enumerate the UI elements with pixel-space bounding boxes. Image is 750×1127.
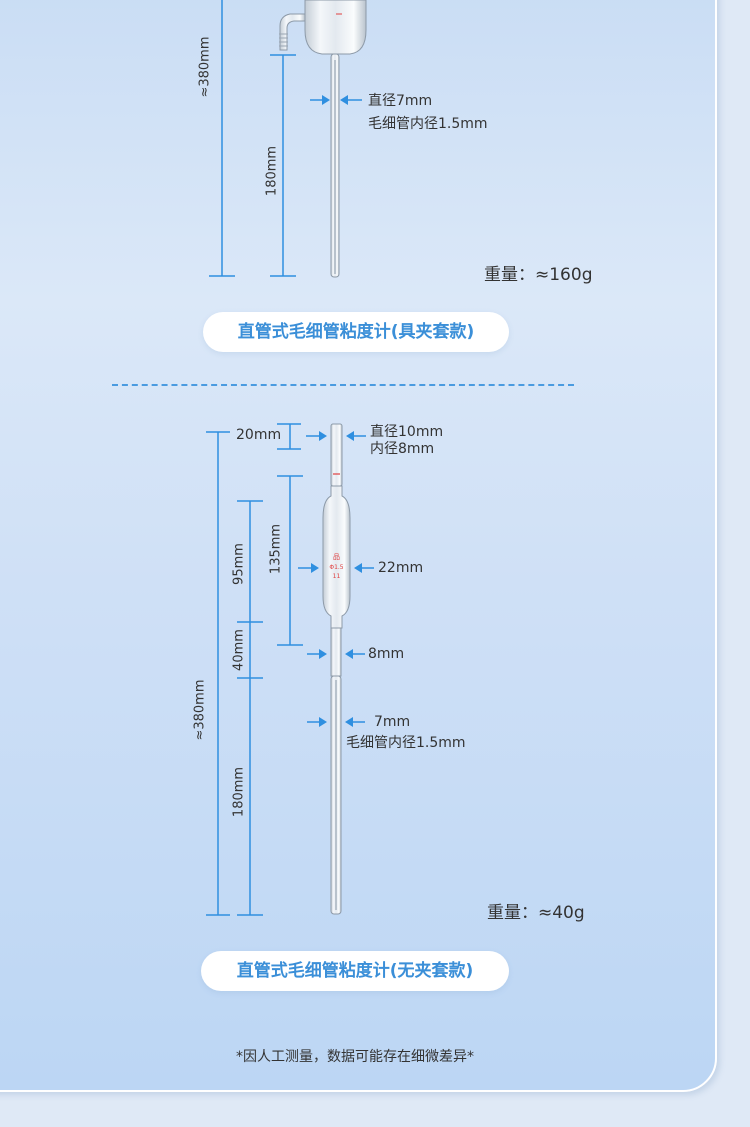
s2-title-pill: 直管式毛细管粘度计(无夹套款) bbox=[201, 951, 509, 991]
s2-lower-length-label: 180mm bbox=[231, 766, 247, 818]
s2-weight: 重量：≈40g bbox=[487, 903, 585, 923]
top-tube bbox=[330, 423, 343, 487]
s2-bulb-length-label: 135mm bbox=[268, 523, 284, 575]
neck-tube bbox=[330, 627, 342, 677]
s2-total-length-label: ≈380mm bbox=[192, 679, 208, 741]
section2-dimensions bbox=[206, 423, 374, 916]
plain-viscometer bbox=[322, 423, 351, 915]
s1-lower-length-label: 180mm bbox=[264, 145, 280, 197]
disclaimer-note: *因人工测量，数据可能存在细微差异* bbox=[236, 1049, 474, 1065]
s2-top-inner-label: 内径8mm bbox=[370, 441, 435, 457]
s1-diameter-label: 直径7mm bbox=[368, 93, 433, 109]
bulb-marking-bore: Φ1.5 bbox=[329, 564, 344, 571]
s2-upper-length-label: 95mm bbox=[231, 543, 247, 585]
s2-neck-diameter-label: 8mm bbox=[368, 646, 405, 662]
jacketed-viscometer bbox=[279, 0, 367, 278]
side-arm bbox=[279, 13, 306, 51]
section-divider bbox=[112, 384, 574, 386]
s1-capillary-label: 毛细管内径1.5mm bbox=[368, 116, 488, 132]
s2-capillary-label: 毛细管内径1.5mm bbox=[346, 735, 466, 751]
s1-title-pill: 直管式毛细管粘度计(具夹套款) bbox=[203, 312, 509, 352]
s2-mid-length-label: 40mm bbox=[231, 629, 247, 671]
s1-weight: 重量：≈160g bbox=[484, 265, 593, 285]
s2-tube-diameter-label: 7mm bbox=[374, 714, 411, 730]
section1-dimensions bbox=[209, 0, 362, 277]
s1-total-length-label: ≈380mm bbox=[197, 36, 213, 98]
s2-top-length-label: 20mm bbox=[236, 427, 282, 443]
jacket-body bbox=[304, 0, 367, 55]
s2-bulb-diameter-label: 22mm bbox=[378, 560, 424, 576]
bulb bbox=[322, 485, 351, 629]
bulb-marking-number: 11 bbox=[332, 573, 341, 580]
bulb-marking-logo: 品 bbox=[333, 553, 340, 561]
content-card bbox=[0, 0, 717, 1092]
s2-top-diameter-label: 直径10mm bbox=[370, 424, 444, 440]
